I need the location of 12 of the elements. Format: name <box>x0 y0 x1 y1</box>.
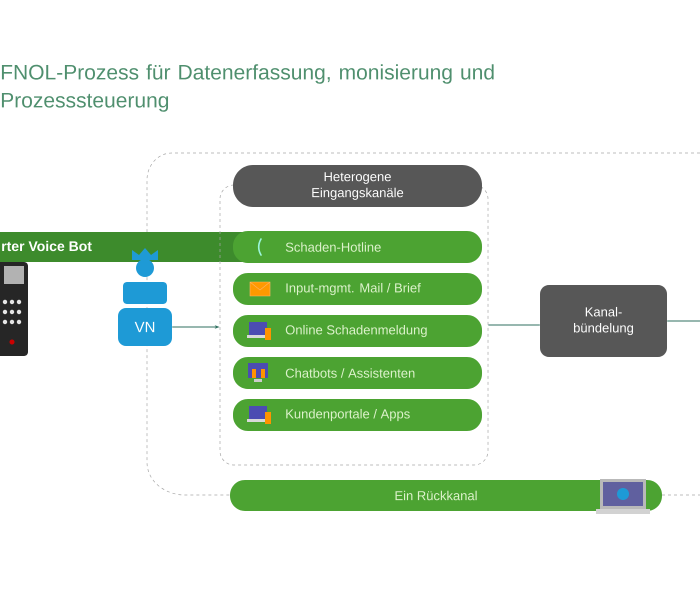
channel-pill: Online Schadenmeldung <box>233 315 482 347</box>
channel-pill: Schaden-Hotline <box>233 231 482 263</box>
phone-picture <box>0 262 28 356</box>
header-pill: Heterogene Eingangskanäle <box>233 165 482 207</box>
voice-bot-band: rter Voice Bot <box>0 232 252 262</box>
title: FNOL-Prozess für Datenerfassung, monisierung und Prozesssteuerung <box>2 64 494 112</box>
process-box: Kanal- bündelung <box>540 285 667 357</box>
channel-pill: Kundenportale / Apps <box>233 399 482 431</box>
connector <box>488 324 540 326</box>
channel-pill: Chatbots / Assistenten <box>233 357 482 389</box>
channel-pill: Input-mgmt. Mail / Brief <box>233 273 482 305</box>
connector <box>666 320 700 322</box>
